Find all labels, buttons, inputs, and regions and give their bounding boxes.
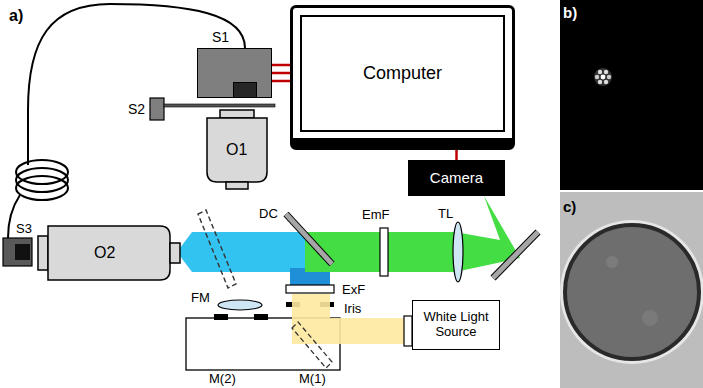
drawing-part — [607, 75, 611, 79]
callout-label: S3 — [16, 222, 32, 236]
emission-filter — [380, 228, 388, 276]
tube-lens — [453, 222, 463, 282]
signal-cable — [272, 80, 290, 83]
drawing-part — [292, 318, 412, 344]
drawing-part — [254, 314, 268, 320]
objective-lens — [38, 226, 180, 280]
drawing-part — [218, 300, 262, 310]
part-label: S1 — [212, 29, 229, 45]
drawing-part — [164, 104, 275, 107]
drawing-part — [565, 225, 699, 359]
drawing-part — [606, 256, 618, 268]
signal-cable — [455, 150, 458, 160]
callout-label: FM — [191, 291, 210, 305]
callout-label: O1 — [226, 141, 247, 159]
callout-label: M(2) — [209, 372, 236, 386]
drawing-part — [601, 75, 606, 80]
callout-label: DC — [259, 207, 278, 221]
flip-mirror — [198, 210, 236, 288]
switch-mirror — [292, 322, 332, 368]
dichroic-mirror — [286, 214, 332, 264]
drawing-part — [150, 98, 164, 120]
drawing-part — [16, 176, 68, 200]
drawing-part — [38, 236, 48, 270]
callout-label: ExF — [342, 283, 365, 297]
drawing-part — [598, 70, 602, 74]
stage-controller: S1 — [197, 48, 272, 98]
drawing-part — [15, 244, 30, 260]
box-label: Computer — [363, 63, 442, 84]
fiber-holder — [233, 82, 257, 98]
fiber-face-image — [560, 192, 703, 388]
drawing-part — [598, 80, 602, 84]
lamp-port — [404, 316, 412, 346]
lens-holder — [214, 300, 268, 320]
callout-label: S2 — [128, 102, 145, 117]
light-source-box: White Light Source — [412, 300, 500, 350]
excitation-filter — [286, 285, 334, 293]
fiber-mount — [3, 238, 32, 266]
box-label: Camera — [430, 169, 483, 186]
computer-monitor: Computer — [290, 5, 515, 150]
drawing-part — [560, 220, 703, 364]
spot-image — [560, 0, 703, 190]
drawing-part — [594, 68, 612, 86]
drawing-part — [3, 238, 32, 266]
drawing-part — [286, 214, 332, 264]
callout-label: TL — [438, 207, 453, 221]
drawing-part — [604, 80, 608, 84]
drawing-part — [214, 314, 228, 320]
drawing-part — [170, 243, 180, 263]
callout-label: M(1) — [299, 372, 326, 386]
drawing-part — [560, 192, 703, 388]
drawing-part — [604, 70, 608, 74]
signal-cable — [272, 64, 290, 67]
drawing-part — [642, 310, 658, 326]
fold-mirror — [493, 232, 538, 278]
camera-box: Camera — [408, 160, 505, 196]
callout-label: Iris — [344, 302, 361, 316]
callout-label: EmF — [362, 208, 389, 222]
callout-label: a) — [9, 7, 23, 25]
drawing-part — [286, 214, 332, 264]
drawing-part — [207, 118, 267, 182]
callout-label: O2 — [94, 244, 115, 262]
drawing-part — [595, 75, 599, 79]
signal-cable — [272, 72, 290, 75]
drawing-part — [48, 226, 170, 280]
drawing-part — [220, 110, 254, 118]
callout-label: b) — [563, 5, 577, 22]
drawing-part — [493, 232, 538, 278]
objective-lens — [207, 110, 267, 189]
drawing-part — [493, 232, 538, 278]
drawing-part — [560, 0, 703, 190]
callout-label: c) — [563, 199, 576, 216]
box-label: White Light Source — [417, 310, 495, 340]
drawing-part — [226, 182, 248, 189]
stage-motor — [150, 98, 275, 120]
drawing-part — [180, 232, 305, 272]
